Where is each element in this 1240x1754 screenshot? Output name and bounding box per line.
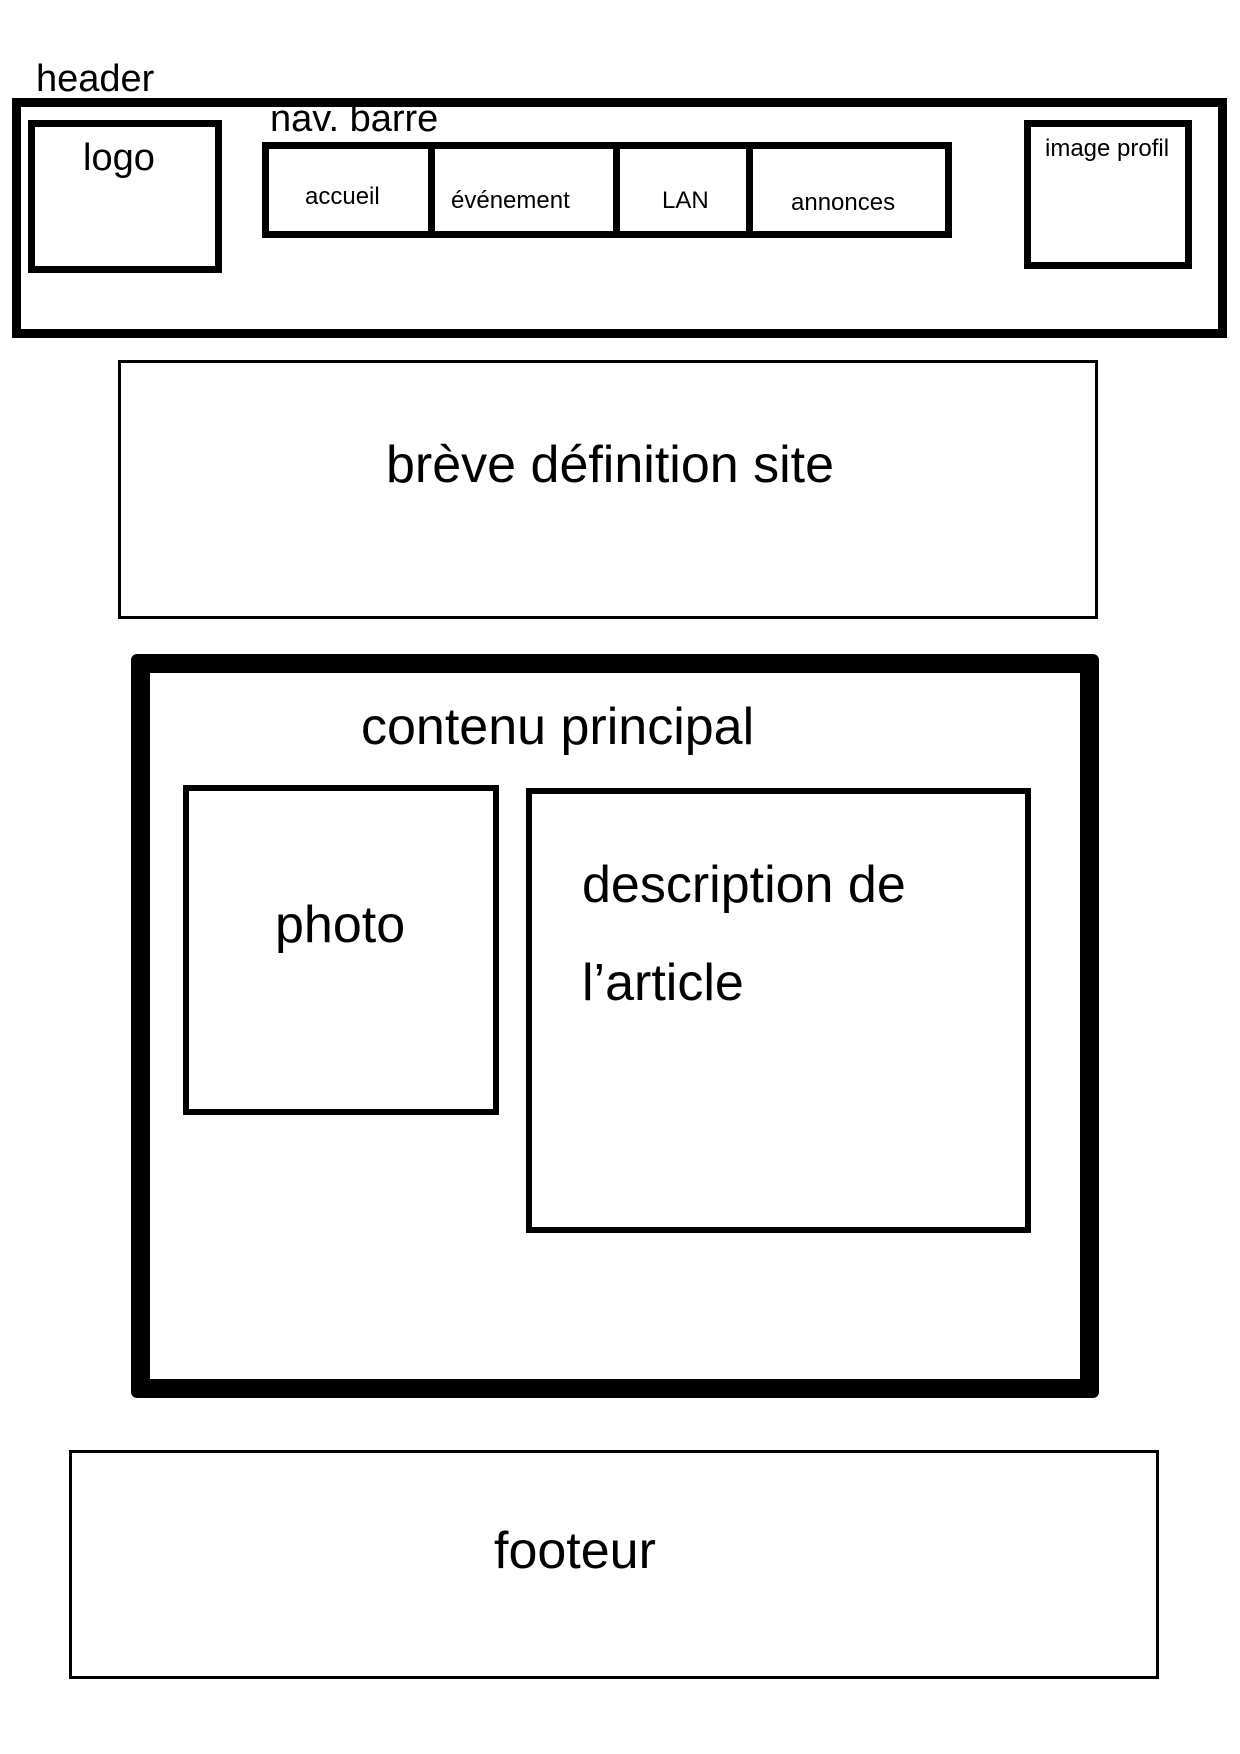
- article-photo-label: photo: [275, 896, 406, 954]
- site-definition-section: brève définition site: [118, 360, 1098, 619]
- footer-section: footeur: [69, 1450, 1159, 1679]
- nav-bar: accueil événement LAN annonces: [262, 142, 952, 238]
- nav-item-lan[interactable]: LAN: [613, 149, 746, 231]
- logo[interactable]: logo: [28, 120, 222, 273]
- nav-item-label: annonces: [791, 189, 896, 216]
- main-content-label: contenu principal: [361, 698, 755, 756]
- nav-item-label: accueil: [305, 183, 380, 210]
- article-photo: photo: [183, 785, 499, 1115]
- nav-item-annonces[interactable]: annonces: [746, 149, 945, 231]
- nav-item-label: LAN: [662, 187, 709, 214]
- profile-image[interactable]: image profil: [1024, 120, 1192, 269]
- logo-label: logo: [83, 137, 155, 179]
- nav-item-evenement[interactable]: événement: [428, 149, 613, 231]
- main-content-section: contenu principal: [131, 654, 1099, 1398]
- footer-label: footeur: [494, 1522, 656, 1580]
- nav-bar-label: nav. barre: [270, 98, 439, 140]
- profile-image-label: image profil: [1045, 135, 1170, 162]
- article-description: description de l’article: [526, 788, 1031, 1233]
- header-section: [12, 98, 1227, 338]
- nav-item-accueil[interactable]: accueil: [269, 149, 428, 231]
- article-description-label: description de l’article: [582, 856, 906, 1012]
- nav-item-label: événement: [451, 187, 570, 214]
- site-definition-label: brève définition site: [386, 436, 835, 494]
- header-label: header: [36, 58, 155, 100]
